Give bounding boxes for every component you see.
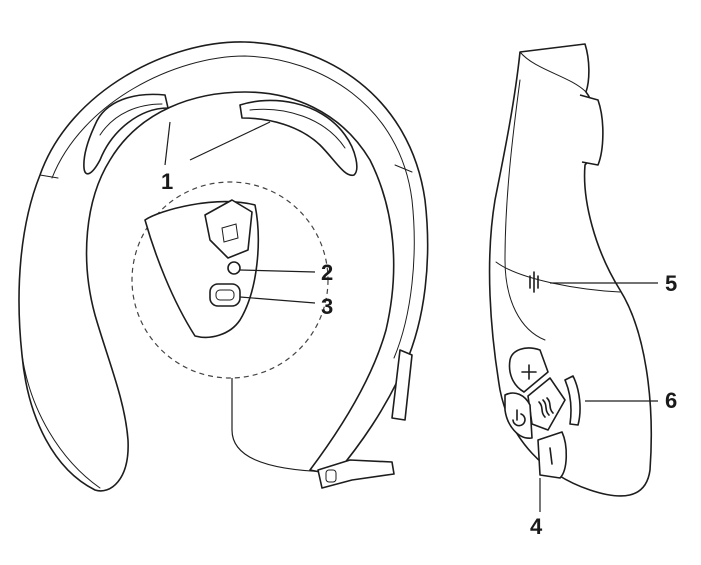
massage-pad-right (239, 99, 358, 176)
massage-pad-right-inner (249, 108, 346, 149)
neck-band-seam-right (394, 164, 413, 173)
callout-5: 5 (665, 271, 678, 296)
detail-leader-bend (231, 429, 331, 473)
callout-3: 3 (321, 294, 334, 319)
neck-band-seam-left (39, 174, 59, 179)
neck-band-left-arm (21, 354, 101, 489)
usb-c-charging-port-inner (215, 289, 235, 301)
minus-icon (549, 447, 553, 465)
massage-pad-left (83, 93, 169, 175)
neck-massager-side-view (488, 43, 658, 512)
neck-band-outer (18, 41, 429, 492)
usb-c-charging-port (209, 283, 241, 307)
button-minus (537, 431, 568, 479)
side-switch (564, 375, 581, 426)
port-cover-flap (204, 199, 253, 259)
neck-band-tip-port (317, 459, 395, 489)
side-view-contour (504, 79, 546, 341)
callout-1-leader-right (189, 121, 271, 161)
massage-pad-left-inner (99, 103, 163, 136)
callout-4: 4 (530, 514, 543, 539)
side-view-clip (579, 94, 604, 166)
indicator-light-icon (227, 261, 241, 275)
detail-magnifier-circle (131, 181, 329, 379)
neck-band-tip-usb-icon (325, 469, 337, 483)
plus-icon (521, 364, 537, 380)
heat-icon (538, 397, 554, 418)
neck-massager-front-view (18, 41, 429, 492)
callout-1-leader-left (164, 121, 171, 166)
callout-3-leader (239, 296, 316, 304)
callout-2: 2 (321, 260, 334, 285)
usb-c-port-icon (221, 223, 239, 243)
neck-band-inner-edge (51, 55, 415, 359)
neck-band-button-strip (391, 349, 413, 421)
side-view-top-cap (519, 51, 587, 93)
callout-6: 6 (665, 388, 678, 413)
button-power (504, 392, 533, 439)
power-icon (512, 409, 526, 427)
callout-2-leader (239, 269, 316, 273)
microphone-icon (529, 271, 539, 293)
callout-1: 1 (161, 169, 174, 194)
